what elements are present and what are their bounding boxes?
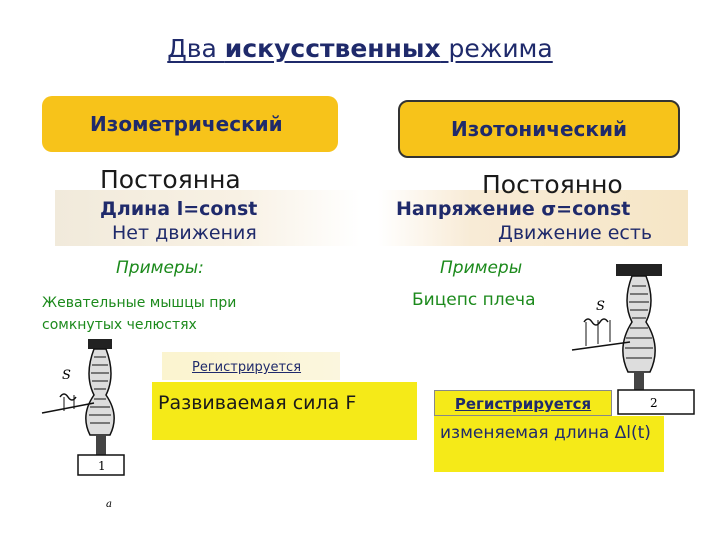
title-prefix: Два <box>167 34 225 63</box>
title-bold: искусственных <box>224 34 441 63</box>
left-movement: Нет движения <box>112 222 257 244</box>
right-registered: Регистрируется <box>434 390 612 416</box>
left-spring-label: S <box>62 368 71 383</box>
left-examples-label: Примеры: <box>116 258 204 278</box>
left-base-label: 1 <box>98 459 106 473</box>
right-spring-label: S <box>596 299 605 314</box>
isotonic-muscle-figure: 2 S <box>571 264 695 415</box>
left-example: Жевательные мышцы при сомкнутых челюстях <box>42 295 237 333</box>
right-band <box>378 190 688 246</box>
right-movement: Движение есть <box>498 222 653 244</box>
right-example: Бицепс плеча <box>412 290 536 310</box>
left-figure-caption: a <box>106 499 112 510</box>
title-suffix: режима <box>440 34 553 63</box>
right-measured: изменяемая длина Δl(t) <box>434 416 664 472</box>
isotonic-header: Изотонический <box>398 100 680 158</box>
right-examples-label: Примеры <box>440 258 523 278</box>
right-constant: Постоянно <box>482 170 623 199</box>
page-title: Два искусственных режима <box>0 34 720 63</box>
right-base-label: 2 <box>650 396 658 410</box>
left-registered: Регистрируется <box>162 352 340 380</box>
isometric-muscle-figure: 1 S a <box>41 339 125 510</box>
left-band <box>55 190 360 246</box>
isometric-header: Изометрический <box>42 96 338 152</box>
left-measured: Развиваемая сила F <box>152 382 417 440</box>
left-constant: Постоянна <box>100 165 241 194</box>
left-param: Длина l=const <box>100 198 258 220</box>
right-param: Напряжение σ=const <box>396 198 631 220</box>
